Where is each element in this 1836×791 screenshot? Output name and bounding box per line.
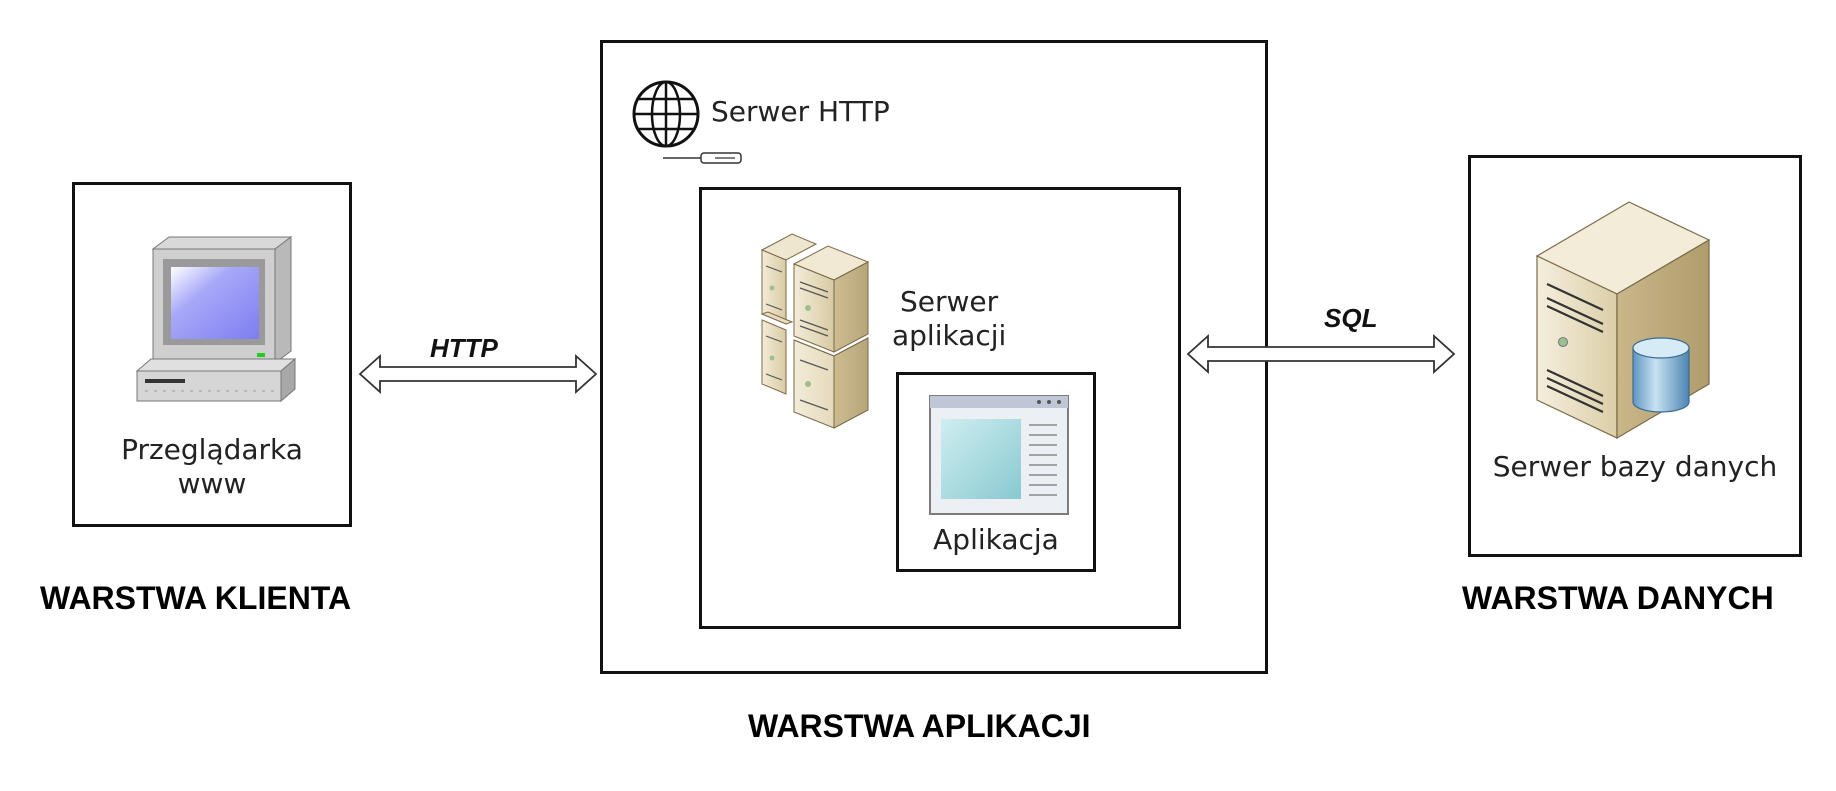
sql-protocol-label: SQL <box>1324 303 1378 333</box>
application-box: Aplikacja <box>896 372 1096 572</box>
client-label-line2: www <box>177 467 247 500</box>
app-server-label-line1: Serwer <box>900 285 999 318</box>
client-layer-title: WARSTWA KLIENTA <box>40 580 352 616</box>
app-server-label: Serwer aplikacji <box>892 285 1006 353</box>
app-server-label-line2: aplikacji <box>892 319 1007 352</box>
server-cluster-icon <box>760 233 870 429</box>
database-server-label: Serwer bazy danych <box>1492 450 1778 483</box>
http-server-label: Serwer HTTP <box>711 95 890 128</box>
application-label: Aplikacja <box>933 523 1059 556</box>
data-tier-box: Serwer bazy danych <box>1468 155 1802 557</box>
application-window-icon <box>929 395 1069 515</box>
client-tier-box: Przeglądarka www <box>72 182 352 527</box>
globe-server-icon <box>632 80 742 164</box>
sql-double-arrow <box>1186 333 1456 375</box>
client-label: Przeglądarka www <box>75 433 349 501</box>
client-label-line1: Przeglądarka <box>121 433 303 466</box>
http-double-arrow <box>358 353 598 395</box>
app-server-box: Serwer aplikacji <box>699 187 1181 629</box>
computer-icon <box>135 236 297 403</box>
http-protocol-label: HTTP <box>430 333 498 363</box>
database-server-icon <box>1535 201 1711 440</box>
application-tier-box: Serwer HTTP <box>600 40 1268 674</box>
data-layer-title: WARSTWA DANYCH <box>1462 580 1774 616</box>
application-layer-title: WARSTWA APLIKACJI <box>748 708 1091 744</box>
